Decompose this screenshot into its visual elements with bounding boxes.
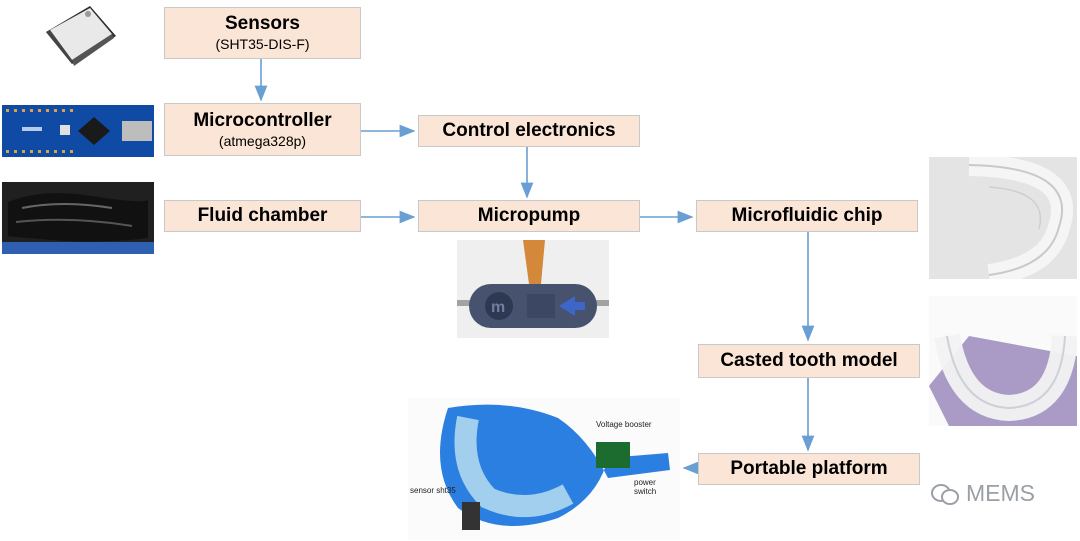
node-title: Control electronics bbox=[442, 120, 616, 141]
node-micropump: Micropump bbox=[418, 200, 640, 232]
tooth-model-image bbox=[929, 296, 1077, 426]
power-switch-label: power switch bbox=[634, 478, 657, 496]
node-casted-tooth-model: Casted tooth model bbox=[698, 344, 920, 378]
node-title: Sensors bbox=[225, 13, 300, 34]
microfluidic-chip-image bbox=[929, 157, 1077, 279]
node-title: Casted tooth model bbox=[720, 350, 898, 371]
node-microcontroller: Microcontroller (atmega328p) bbox=[164, 103, 361, 156]
node-title: Fluid chamber bbox=[197, 205, 328, 226]
voltage-booster-label: Voltage booster bbox=[596, 420, 652, 429]
node-sensors: Sensors (SHT35-DIS-F) bbox=[164, 7, 361, 59]
node-control-electronics: Control electronics bbox=[418, 115, 640, 147]
node-subtitle: (atmega328p) bbox=[218, 132, 307, 149]
node-title: Microcontroller bbox=[193, 109, 332, 131]
microcontroller-board-image bbox=[2, 105, 154, 157]
node-title: Microfluidic chip bbox=[731, 205, 883, 226]
node-portable-platform: Portable platform bbox=[698, 453, 920, 485]
watermark: MEMS bbox=[930, 480, 1035, 507]
node-fluid-chamber: Fluid chamber bbox=[164, 200, 361, 232]
node-microfluidic-chip: Microfluidic chip bbox=[696, 200, 918, 232]
watermark-text: MEMS bbox=[966, 480, 1035, 506]
node-title: Micropump bbox=[477, 205, 581, 226]
svg-text:m: m bbox=[491, 299, 505, 316]
chat-icon bbox=[931, 483, 959, 505]
portable-platform-image: Voltage booster power switch sensor sht3… bbox=[408, 398, 680, 540]
fluid-chamber-image bbox=[2, 182, 154, 254]
sensor-label: sensor sht35 bbox=[410, 486, 456, 495]
node-title: Portable platform bbox=[730, 458, 888, 479]
sensor-chip-image bbox=[38, 2, 120, 68]
node-subtitle: (SHT35-DIS-F) bbox=[215, 36, 310, 52]
micropump-image: m bbox=[457, 240, 609, 338]
